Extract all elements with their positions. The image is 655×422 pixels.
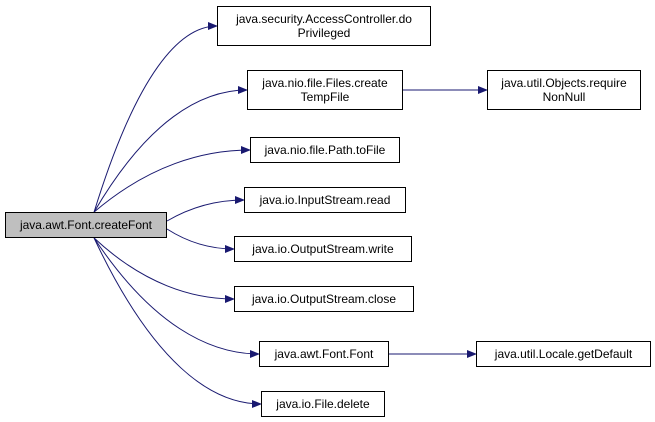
node-label: java.awt.Font.Font — [274, 347, 374, 361]
node-label: java.nio.file.Files.create — [262, 76, 388, 90]
node-font[interactable]: java.awt.Font.Font — [259, 341, 389, 367]
edge-root-to-inread — [166, 196, 245, 222]
node-label: java.util.Locale.getDefault — [494, 347, 633, 361]
node-outwrite[interactable]: java.io.OutputStream.write — [234, 236, 412, 262]
node-label: java.util.Objects.require — [501, 76, 627, 90]
node-label: Privileged — [297, 26, 351, 40]
node-label: java.awt.Font.createFont — [19, 218, 153, 232]
edge-root-to-outwrite — [166, 228, 235, 253]
node-label: TempFile — [300, 90, 350, 104]
edge-root-to-files — [93, 86, 248, 213]
node-label: java.security.AccessController.do — [236, 12, 412, 26]
node-inread[interactable]: java.io.InputStream.read — [244, 187, 406, 213]
node-delete[interactable]: java.io.File.delete — [261, 391, 385, 417]
node-label: NonNull — [542, 90, 586, 104]
node-path[interactable]: java.nio.file.Path.toFile — [250, 137, 400, 163]
node-label: java.io.OutputStream.close — [251, 292, 397, 306]
node-outclose[interactable]: java.io.OutputStream.close — [234, 286, 414, 312]
node-locale[interactable]: java.util.Locale.getDefault — [476, 341, 651, 367]
node-label: java.io.File.delete — [276, 397, 370, 411]
edge-root-to-path — [93, 146, 251, 213]
node-label: java.io.InputStream.read — [259, 193, 391, 207]
edge-root-to-font — [93, 237, 260, 358]
edge-root-to-outclose — [93, 237, 235, 303]
edge-root-to-delete — [93, 237, 262, 408]
node-label: java.nio.file.Path.toFile — [264, 143, 386, 157]
edges — [93, 22, 488, 408]
root-node-root: java.awt.Font.createFont — [5, 212, 167, 238]
node-label: java.io.OutputStream.write — [252, 242, 394, 256]
edge-root-to-access — [93, 22, 218, 213]
